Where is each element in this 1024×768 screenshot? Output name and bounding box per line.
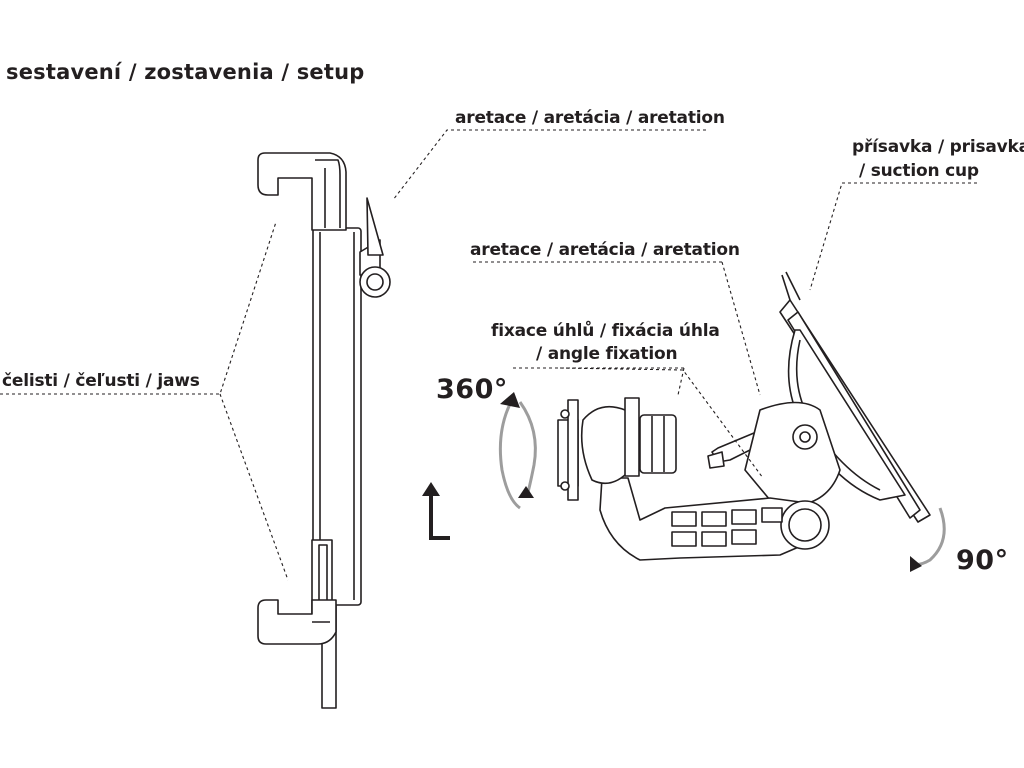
orientation-arrow — [422, 482, 450, 540]
label-jaws: čelisti / čeľusti / jaws — [2, 371, 200, 391]
label-suction-cup-line2: / suction cup — [859, 161, 979, 181]
label-rotation-360: 360° — [436, 374, 508, 405]
label-angle-fixation-line2: / angle fixation — [536, 344, 678, 364]
label-suction-cup-line1: přísavka / prisavka — [852, 137, 1024, 157]
page-title: sestavení / zostavenia / setup — [6, 60, 365, 84]
lower-jaw — [257, 599, 337, 645]
upper-jaw — [257, 152, 347, 231]
suction-mount-illustration — [557, 271, 931, 561]
label-angle-fixation-line1: fixace úhlů / fixácia úhla — [491, 321, 720, 341]
label-rotation-90: 90° — [956, 545, 1009, 576]
tablet-holder-illustration — [257, 152, 391, 709]
leader-lines — [0, 129, 977, 581]
rotation-90-arrow — [910, 507, 946, 572]
rotation-360-arrow — [498, 392, 537, 510]
label-aretation-mid: aretace / aretácia / aretation — [470, 240, 740, 260]
label-aretation-top: aretace / aretácia / aretation — [455, 108, 725, 128]
